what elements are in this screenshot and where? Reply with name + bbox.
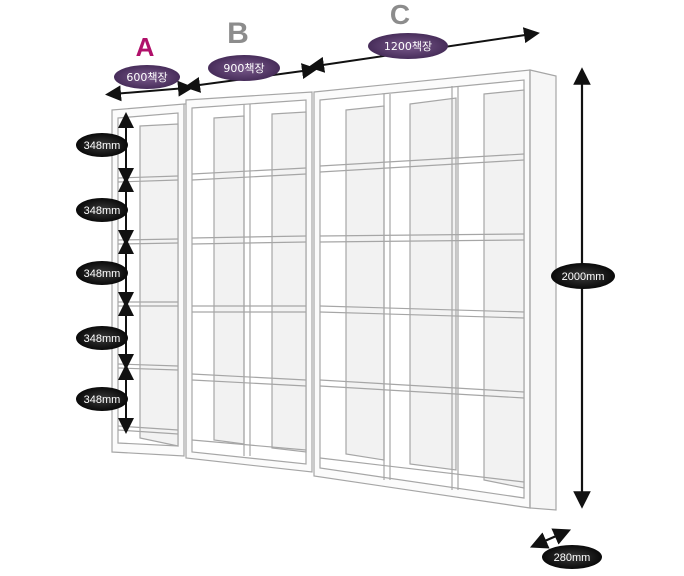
shelf-height-text-4: 348mm	[84, 333, 121, 345]
shelf-height-label-3: 348mm	[76, 261, 128, 285]
bookshelf-b	[185, 91, 313, 473]
shelf-height-label-1: 348mm	[76, 133, 128, 157]
width-arrow-a	[105, 80, 194, 102]
size-label-b: 900책장	[223, 62, 264, 75]
shelf-height-text-1: 348mm	[84, 140, 121, 152]
size-pill-a: 600책장	[114, 65, 180, 89]
bookshelf-c	[313, 69, 557, 511]
size-label-a: 600책장	[126, 71, 167, 84]
section-letter-b: B	[227, 17, 249, 50]
depth-label: 280mm	[542, 545, 602, 569]
size-pill-b: 900책장	[208, 55, 280, 81]
shelf-height-text-2: 348mm	[84, 205, 121, 217]
shelf-height-label-4: 348mm	[76, 326, 128, 350]
depth-text: 280mm	[554, 552, 591, 564]
shelf-height-text-3: 348mm	[84, 268, 121, 280]
shelf-height-label-2: 348mm	[76, 198, 128, 222]
section-letter-a: A	[136, 32, 155, 62]
depth-arrow	[529, 528, 572, 549]
size-pill-c: 1200책장	[368, 33, 448, 59]
shelf-height-text-5: 348mm	[84, 394, 121, 406]
section-letter-c: C	[390, 0, 410, 30]
shelf-height-label-5: 348mm	[76, 387, 128, 411]
total-height-text: 2000mm	[562, 271, 605, 283]
size-label-c: 1200책장	[384, 40, 432, 53]
total-height-label: 2000mm	[551, 263, 615, 289]
